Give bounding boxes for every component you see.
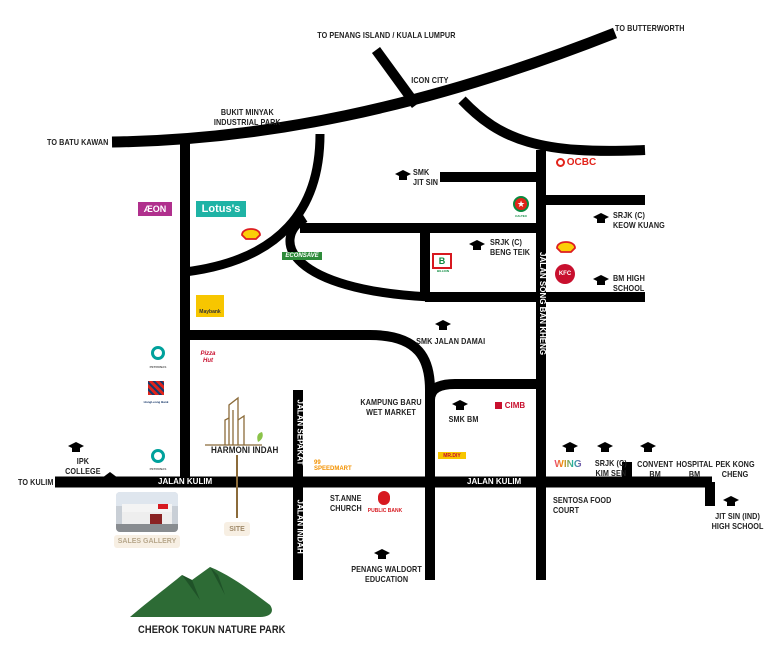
cimb-logo: CIMB bbox=[494, 400, 526, 410]
project-name: HARMONI INDAH bbox=[210, 445, 279, 456]
school-cap-icon bbox=[597, 442, 613, 452]
road-label-jalan-sepakat: JALAN SEPAKAT bbox=[295, 399, 305, 466]
label-srjk-keow-kuang: SRJK (C) KEOW KUANG bbox=[613, 210, 665, 230]
road-curve-econsave bbox=[285, 214, 431, 302]
label-smk-bm: SMK BM bbox=[448, 414, 479, 424]
direction-butterworth: TO BUTTERWORTH bbox=[615, 23, 685, 33]
school-cap-icon bbox=[723, 496, 739, 506]
road-bump bbox=[102, 472, 118, 478]
petronas-logo-icon bbox=[151, 449, 165, 463]
road-jalan-damai bbox=[185, 330, 435, 580]
mrdiy-logo: MR.DIY bbox=[438, 452, 466, 459]
label-bm-high-school: BM HIGH SCHOOL bbox=[613, 273, 645, 293]
road-label-jalan-song-ban-kheng: JALAN SONG BAN KHENG bbox=[538, 252, 547, 356]
caltex-label: CALTEX bbox=[515, 213, 527, 218]
road-icon-city-branch bbox=[458, 96, 646, 156]
lotus-logo: Lotus's bbox=[196, 201, 246, 217]
label-hospital-bm: HOSPITAL BM bbox=[676, 459, 713, 479]
hong-leong-logo-icon bbox=[148, 381, 164, 395]
road-cimb-connector bbox=[425, 379, 541, 401]
label-ipk-college: IPK COLLEGE bbox=[65, 456, 101, 476]
pizza-hut-logo: Pizza Hut bbox=[200, 351, 216, 364]
label-icon-city: ICON CITY bbox=[411, 75, 449, 85]
petronas-label: PETRONAS bbox=[149, 365, 167, 369]
sales-gallery-label: SALES GALLERY bbox=[114, 535, 180, 548]
road-label-jalan-kulim-east: JALAN KULIM bbox=[467, 477, 522, 486]
school-cap-icon bbox=[452, 400, 468, 410]
speedmart-logo: 99 SPEEDMART bbox=[314, 459, 352, 472]
shell-logo-icon bbox=[556, 241, 576, 253]
harmoni-indah-building-icon bbox=[205, 396, 262, 446]
label-sentosa-food-court: SENTOSA FOOD COURT bbox=[553, 495, 612, 515]
label-smk-jit-sin: SMK JIT SIN bbox=[413, 167, 439, 187]
kfc-logo: KFC bbox=[555, 264, 575, 284]
billion-logo: B bbox=[432, 253, 452, 269]
aeon-logo: ÆON bbox=[138, 202, 172, 216]
road-curve-lotus bbox=[184, 133, 325, 277]
label-srjk-beng-teik: SRJK (C) BENG TEIK bbox=[490, 237, 531, 257]
mountain-icon bbox=[130, 567, 272, 617]
road-bukit-minyak-highway bbox=[111, 27, 618, 148]
direction-batu-kawan: TO BATU KAWAN bbox=[47, 137, 109, 147]
school-cap-icon bbox=[435, 320, 451, 330]
label-srjk-kim-sen: SRJK (C) KIM SEN bbox=[594, 458, 627, 478]
school-cap-icon bbox=[640, 442, 656, 452]
maybank-logo: Maybank bbox=[196, 295, 224, 317]
petronas-logo-icon bbox=[151, 346, 165, 360]
road-label-jalan-indah: JALAN INDAH bbox=[295, 499, 305, 554]
caltex-logo-icon: ★ bbox=[513, 196, 529, 212]
public-bank-logo-icon bbox=[378, 491, 390, 505]
label-pek-kong-cheng: PEK KONG CHENG bbox=[715, 459, 755, 479]
school-cap-icon bbox=[562, 442, 578, 452]
school-cap-icon bbox=[593, 213, 609, 223]
label-kampung-baru: KAMPUNG BARU WET MARKET bbox=[360, 397, 422, 417]
direction-kulim: TO KULIM bbox=[18, 477, 54, 487]
wing-logo: WING bbox=[554, 458, 582, 470]
sales-gallery-photo[interactable] bbox=[116, 492, 178, 532]
label-penang-waldort: PENANG WALDORT EDUCATION bbox=[351, 564, 422, 584]
label-cherok-tokun: CHEROK TOKUN NATURE PARK bbox=[138, 624, 286, 636]
public-bank-label: PUBLIC BANK bbox=[367, 508, 403, 514]
school-cap-icon bbox=[395, 170, 411, 180]
direction-penang-kl: TO PENANG ISLAND / KUALA LUMPUR bbox=[317, 30, 456, 40]
econsave-logo: ECONSAVE bbox=[282, 252, 322, 260]
label-convent-bm: CONVENT BM bbox=[637, 459, 674, 479]
petronas-label: PETRONAS bbox=[149, 467, 167, 471]
site-marker[interactable]: SITE bbox=[224, 522, 250, 536]
label-smk-jalan-damai: SMK JALAN DAMAI bbox=[416, 336, 486, 346]
school-cap-icon bbox=[68, 442, 84, 452]
road-label-jalan-kulim-west: JALAN KULIM bbox=[158, 477, 213, 486]
school-cap-icon bbox=[469, 240, 485, 250]
school-cap-icon bbox=[593, 275, 609, 285]
school-cap-icon bbox=[374, 549, 390, 559]
road-penang-kl bbox=[371, 47, 421, 108]
billion-label: BILLION bbox=[437, 269, 449, 273]
label-st-anne-church: ST.ANNE CHURCH bbox=[330, 493, 362, 513]
leaf-icon bbox=[257, 432, 263, 442]
shell-logo-icon bbox=[241, 228, 261, 240]
ocbc-logo: OCBC bbox=[553, 156, 599, 168]
hong-leong-label: HongLeong Bank bbox=[143, 399, 169, 404]
label-bukit-minyak: BUKIT MINYAK INDUSTRIAL PARK bbox=[213, 107, 281, 127]
label-jit-sin-ind: JIT SIN (IND) HIGH SCHOOL bbox=[711, 511, 764, 531]
